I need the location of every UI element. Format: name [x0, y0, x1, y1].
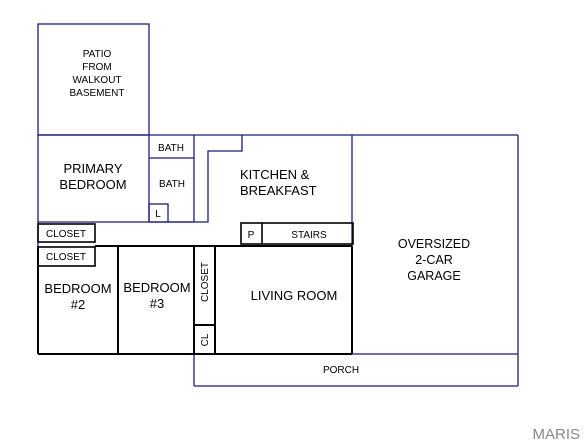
bedroom-2: BEDROOM #2 — [44, 281, 111, 312]
bedroom2-label-1: BEDROOM — [44, 281, 111, 296]
primary-bedroom-label-2: BEDROOM — [59, 177, 126, 192]
garage: OVERSIZED 2-CAR GARAGE — [398, 237, 470, 283]
upper-walls — [37, 134, 519, 386]
lower-walls — [37, 245, 353, 355]
linen-closet-label: L — [155, 209, 161, 220]
patio-label-4: BASEMENT — [69, 88, 124, 99]
closet-lower-label: CLOSET — [46, 252, 86, 263]
patio-label-3: WALKOUT — [72, 75, 121, 86]
primary-bedroom-label-1: PRIMARY — [64, 161, 123, 176]
closet-upper-label: CLOSET — [46, 229, 86, 240]
bedroom2-label-2: #2 — [71, 297, 85, 312]
living-room-label: LIVING ROOM — [251, 288, 338, 303]
porch — [193, 353, 518, 387]
bath-lower-label: BATH — [159, 179, 185, 190]
bath-upper-label: BATH — [158, 143, 184, 154]
stairs-block — [240, 222, 354, 245]
bedroom3-label-2: #3 — [150, 296, 164, 311]
primary-bedroom: PRIMARY BEDROOM — [59, 161, 126, 192]
garage-label-3: GARAGE — [407, 269, 461, 283]
patio-area: PATIO FROM WALKOUT BASEMENT — [37, 23, 150, 136]
porch-label: PORCH — [323, 365, 359, 376]
pantry-label: P — [248, 230, 255, 241]
patio-label-2: FROM — [82, 62, 111, 73]
stairs-label: STAIRS — [291, 230, 327, 241]
kitchen-label-2: BREAKFAST — [240, 183, 317, 198]
kitchen-label-1: KITCHEN & — [240, 167, 310, 182]
garage-label-1: OVERSIZED — [398, 237, 470, 251]
cl-label: CL — [200, 333, 211, 346]
bedroom-3: BEDROOM #3 — [123, 280, 190, 311]
maris-watermark: MARIS — [532, 426, 580, 443]
patio-label-1: PATIO — [83, 49, 112, 60]
bedroom3-label-1: BEDROOM — [123, 280, 190, 295]
garage-label-2: 2-CAR — [415, 253, 453, 267]
kitchen: KITCHEN & BREAKFAST — [240, 167, 317, 198]
closet-vertical-label: CLOSET — [200, 262, 211, 302]
